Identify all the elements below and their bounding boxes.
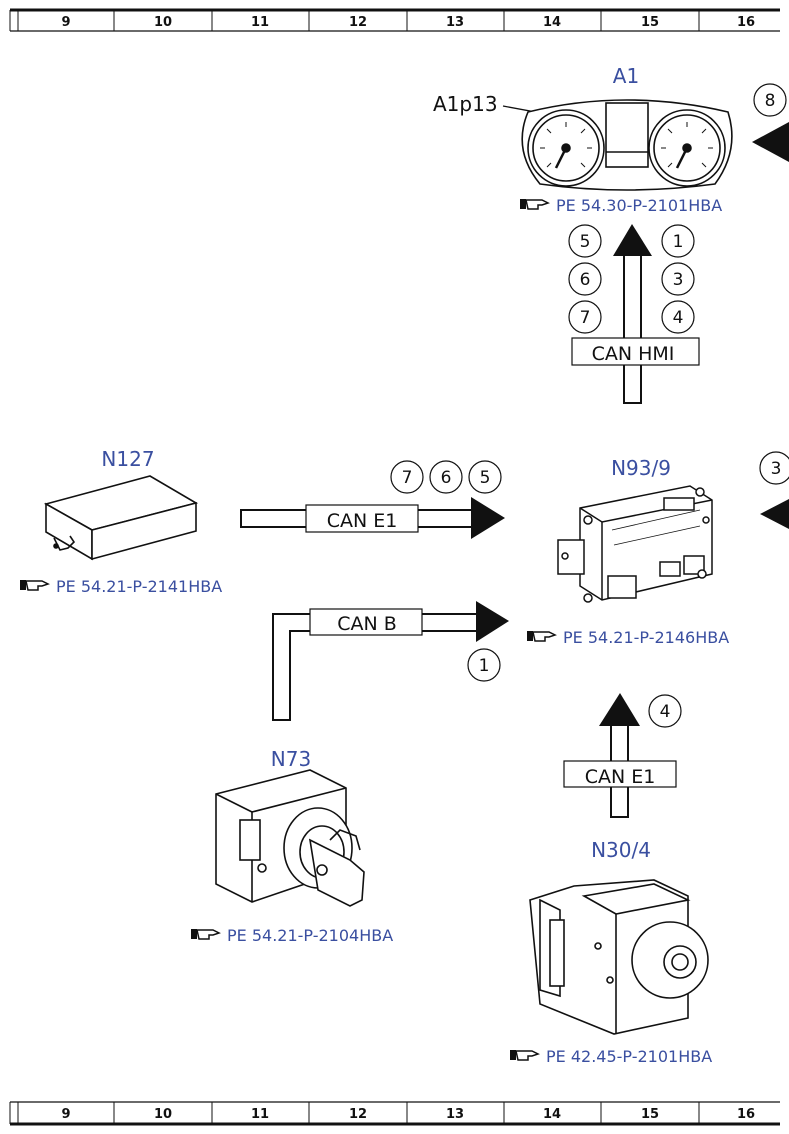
n127-module: N127 PE 54.21-P-2141HBA <box>20 447 222 596</box>
signal-marker: 5 <box>580 232 591 252</box>
signal-marker: 7 <box>580 308 591 328</box>
ruler-col-9: 9 <box>61 15 70 30</box>
ruler-col-15: 15 <box>641 15 659 30</box>
ruler-col-14: 14 <box>543 15 561 30</box>
ignition-switch-icon <box>215 769 365 907</box>
bottom-ruler: 9 10 11 12 13 14 15 16 <box>9 1101 780 1126</box>
n127-signal-markers: 7 6 5 <box>390 460 502 494</box>
ruler-col-9: 9 <box>61 1107 70 1122</box>
a1-reference: PE 54.30-P-2101HBA <box>556 196 722 215</box>
a1p13-callout: A1p13 <box>433 92 498 116</box>
a1-signal-markers: 5 6 7 1 3 4 <box>568 224 695 334</box>
signal-marker: 6 <box>580 270 591 290</box>
a1-instrument-cluster: A1 A1p13 <box>433 64 733 215</box>
ruler-col-12: 12 <box>349 15 367 30</box>
n30-4-reference: PE 42.45-P-2101HBA <box>546 1047 712 1066</box>
ruler-col-16: 16 <box>737 1107 755 1122</box>
signal-marker: 6 <box>441 468 452 488</box>
n73-reference: PE 54.21-P-2104HBA <box>227 926 393 945</box>
can-hmi-label: CAN HMI <box>592 343 675 365</box>
n93-9-label: N93/9 <box>611 456 671 480</box>
ruler-col-11: 11 <box>251 15 269 30</box>
abs-unit-icon <box>529 879 709 1035</box>
n127-reference: PE 54.21-P-2141HBA <box>56 577 222 596</box>
control-unit-icon <box>43 475 199 561</box>
n73-module: N73 PE 54.21-P-2104HBA <box>191 747 393 945</box>
can-b-label: CAN B <box>337 613 397 635</box>
ruler-col-15: 15 <box>641 1107 659 1122</box>
ruler-col-14: 14 <box>543 1107 561 1122</box>
instrument-cluster-icon <box>521 99 733 191</box>
n93-9-module: N93/9 PE 54.21-P-2146HBA <box>527 456 729 647</box>
signal-marker: 7 <box>402 468 413 488</box>
signal-marker: 1 <box>479 656 490 676</box>
ruler-col-11: 11 <box>251 1107 269 1122</box>
can-hmi-connection: CAN HMI <box>571 224 700 404</box>
reference-hand-icon <box>510 1050 540 1061</box>
n73-label: N73 <box>271 747 311 771</box>
edge-arrow-3: 3 <box>759 451 789 529</box>
n30-4-label: N30/4 <box>591 838 651 862</box>
ruler-col-12: 12 <box>349 1107 367 1122</box>
top-ruler: 9 10 11 12 13 14 15 16 <box>9 8 780 32</box>
ruler-col-13: 13 <box>446 15 464 30</box>
signal-marker: 4 <box>660 702 671 722</box>
reference-hand-icon <box>20 580 50 591</box>
signal-marker: 8 <box>765 91 776 111</box>
n30-4-module: N30/4 PE 42.45-P-2101HBA <box>510 838 712 1066</box>
signal-marker: 5 <box>480 468 491 488</box>
ruler-col-10: 10 <box>154 1107 172 1122</box>
signal-marker: 1 <box>673 232 684 252</box>
reference-hand-icon <box>520 199 550 210</box>
ruler-col-13: 13 <box>446 1107 464 1122</box>
gateway-unit-icon <box>557 485 713 603</box>
edge-arrow-8: 8 <box>752 83 789 162</box>
a1-label: A1 <box>613 64 639 88</box>
can-e1-bottom-connection: CAN E1 4 <box>563 693 682 818</box>
signal-marker: 3 <box>673 270 684 290</box>
n93-9-reference: PE 54.21-P-2146HBA <box>563 628 729 647</box>
signal-marker: 4 <box>673 308 684 328</box>
signal-marker: 3 <box>771 459 782 479</box>
reference-hand-icon <box>527 631 557 642</box>
can-e1-label: CAN E1 <box>327 510 398 532</box>
reference-hand-icon <box>191 929 221 940</box>
ruler-col-16: 16 <box>737 15 755 30</box>
n127-label: N127 <box>101 447 154 471</box>
can-e1-connection: CAN E1 <box>240 497 505 539</box>
can-e1-bottom-label: CAN E1 <box>585 766 656 788</box>
can-b-connection: CAN B 1 <box>272 601 509 721</box>
ruler-col-10: 10 <box>154 15 172 30</box>
